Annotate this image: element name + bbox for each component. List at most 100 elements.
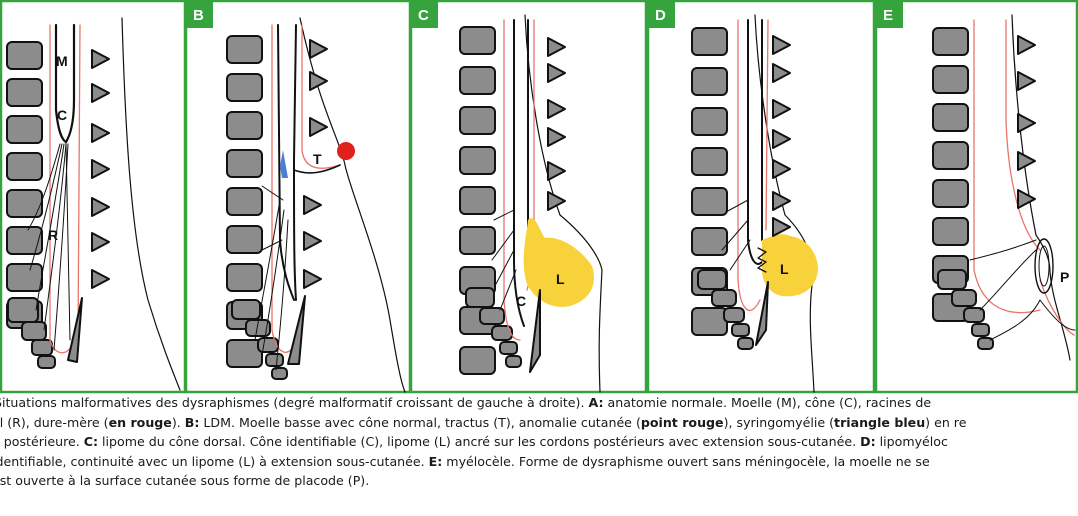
nerve-root [261,209,285,356]
vertebra [932,65,969,94]
spinous-process [1017,189,1036,209]
caption-text: ). [171,414,185,430]
vertebra [691,147,728,176]
nerve-root [254,199,281,341]
caption-text: al (R), dure-mère ( [0,414,109,430]
caption-text: identifiable, continuité avec un lipome … [0,453,429,469]
vertebra [459,66,496,95]
vertebra [723,307,745,323]
vertebra [6,189,43,218]
nerve-root [27,143,61,231]
spinous-process [772,63,791,83]
spinous-process [547,191,566,211]
vertebra [479,307,505,325]
panel-label: B [193,7,204,24]
dura-mater [1005,19,1041,251]
spinous-process [91,123,110,143]
vertebra [231,299,261,320]
caption-text: myélocèle. Forme de dysraphisme ouvert s… [442,453,930,469]
nerve-root [969,239,1037,261]
caption-text: Situations malformatives des dysraphisme… [0,395,589,410]
dura-mater [765,19,769,231]
vertebra [226,225,263,254]
caption-line: est ouverte à la surface cutanée sous fo… [0,471,1078,491]
vertebra [226,339,263,368]
caption-text: LDM. Moelle basse avec cône normal, trac… [199,414,641,430]
nerve-root [261,185,284,201]
caption-text: ), syringomyélie ( [723,414,835,430]
dura-mater [503,19,521,341]
spinous-process [547,161,566,181]
spinous-process [1017,35,1036,55]
panel-frame [409,0,648,394]
panel-c: LC [459,14,603,393]
spinous-process [91,269,110,289]
label-c: C [516,293,526,309]
nerve-root [29,143,63,271]
spinous-process [547,127,566,147]
skin-contour [299,17,406,393]
caption-bold-text: D: [860,434,876,450]
vertebra [691,67,728,96]
caption-bold-text: E: [428,453,443,469]
spinous-process [1017,151,1036,171]
spinous-process [772,159,791,179]
panel-frame [874,0,1078,394]
spinous-process [547,63,566,83]
caption-line: Situations malformatives des dysraphisme… [0,393,1078,413]
vertebra [226,149,263,178]
vertebra [226,263,263,292]
vertebra [226,187,263,216]
vertebra [465,287,495,308]
caption-bold-text: en rouge [108,414,172,430]
vertebra [459,226,496,255]
panel-label-box [185,0,213,28]
nerve-root [53,143,69,351]
vertebra [932,179,969,208]
caption-text: anatomie normale. Moelle (M), cône (C), … [603,395,932,410]
spinous-process [547,37,566,57]
spinous-process [91,197,110,217]
vertebra [691,307,728,336]
skin-contour [524,14,603,393]
vertebra [6,41,43,70]
vertebra [6,115,43,144]
figure-caption: Situations malformatives des dysraphisme… [0,393,1078,491]
spinous-process [547,99,566,119]
spinous-process [772,35,791,55]
caption-text: lipome du cône dorsal. Cône identifiable… [98,434,861,450]
spinal-cord [54,23,76,144]
nerve-root [979,249,1037,311]
label-m: M [56,53,68,69]
skin-contour [1011,14,1071,361]
vertebra [226,73,263,102]
cutaneous-red-dot [337,142,355,160]
spinal-cord [293,24,297,301]
nerve-root [275,219,289,371]
caption-line: e postérieure. C: lipome du cône dorsal.… [0,432,1078,452]
spinous-process [91,159,110,179]
vertebra [271,367,288,380]
caption-bold-text: triangle bleu [834,414,926,430]
panel-frame [646,0,876,394]
caption-bold-text: point rouge [640,414,724,430]
panel-label-box [875,0,903,28]
vertebra [932,103,969,132]
vertebra [265,353,284,367]
vertebra [7,297,39,323]
dura-mater [301,24,341,169]
placode-inner [1038,245,1050,287]
placode [1034,238,1054,294]
nerve-root [499,269,517,311]
vertebra [691,187,728,216]
caption-text: e postérieure. [0,434,84,450]
spinous-process [772,191,791,211]
vertebra [245,319,271,337]
spinous-process [91,49,110,69]
nerve-root [261,239,283,251]
caption-text: lipomyéloc [875,434,948,450]
nerve-root [491,229,515,261]
vertebra [971,323,990,337]
nerve-root [35,143,65,311]
vertebra [459,106,496,135]
